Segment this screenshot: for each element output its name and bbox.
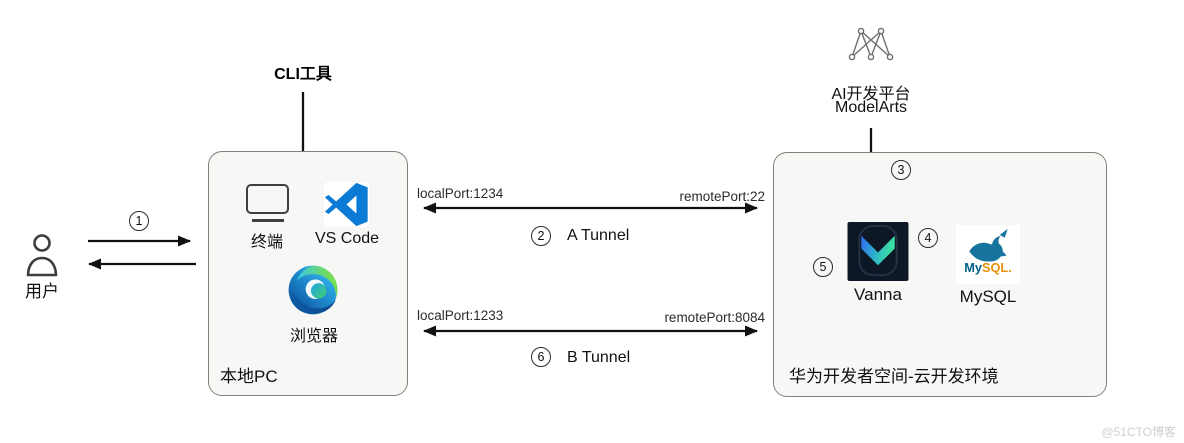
step-4-number: 4 xyxy=(924,230,932,245)
step-1-badge: 1 xyxy=(129,211,149,231)
mysql-icon: MySQL. xyxy=(956,225,1020,284)
step-5-number: 5 xyxy=(819,259,827,274)
step-2-number: 2 xyxy=(537,228,545,243)
mysql-label: MySQL xyxy=(959,287,1017,306)
tunnel-a-label: A Tunnel xyxy=(567,227,630,244)
step-5-badge: 5 xyxy=(813,257,833,277)
terminal-icon-base xyxy=(252,219,284,222)
modelarts-label-line1: AI开发平台 xyxy=(831,86,911,103)
step-6-number: 6 xyxy=(537,349,545,364)
user-label: 用户 xyxy=(25,282,59,301)
terminal-icon xyxy=(246,184,289,214)
step-4-badge: 4 xyxy=(918,228,938,248)
step-1-number: 1 xyxy=(135,213,143,228)
tunnel-a-remote-port: remotePort:22 xyxy=(679,189,765,204)
tunnel-a-local-port: localPort:1234 xyxy=(417,186,504,201)
mysql-logo-sql: SQL. xyxy=(982,260,1012,275)
vanna-label: Vanna xyxy=(854,285,902,304)
browser-label: 浏览器 xyxy=(289,328,339,345)
step-3-number: 3 xyxy=(897,162,905,177)
tunnel-b-label: B Tunnel xyxy=(567,349,631,366)
modelarts-label-line2: ModelArts xyxy=(834,99,908,116)
user-icon xyxy=(26,234,58,277)
step-2-badge: 2 xyxy=(531,226,551,246)
local-pc-title: 本地PC xyxy=(220,367,278,386)
vscode-icon xyxy=(324,182,369,227)
cloud-env-title: 华为开发者空间-云开发环境 xyxy=(789,367,999,386)
modelarts-icon xyxy=(848,27,894,61)
mysql-dolphin xyxy=(969,235,1007,262)
cli-tool-label: CLI工具 xyxy=(274,66,332,83)
tunnel-b-local-port: localPort:1233 xyxy=(417,308,504,323)
mysql-logo-my: My xyxy=(964,260,983,275)
terminal-label: 终端 xyxy=(250,234,284,251)
step-3-badge: 3 xyxy=(891,160,911,180)
vanna-icon xyxy=(847,222,909,281)
browser-edge-icon xyxy=(288,265,338,315)
svg-text:MySQL.: MySQL. xyxy=(964,260,1012,275)
step-6-badge: 6 xyxy=(531,347,551,367)
watermark: @51CTO博客 xyxy=(1101,425,1176,439)
vscode-label: VS Code xyxy=(314,230,380,247)
tunnel-b-remote-port: remotePort:8084 xyxy=(664,310,765,325)
